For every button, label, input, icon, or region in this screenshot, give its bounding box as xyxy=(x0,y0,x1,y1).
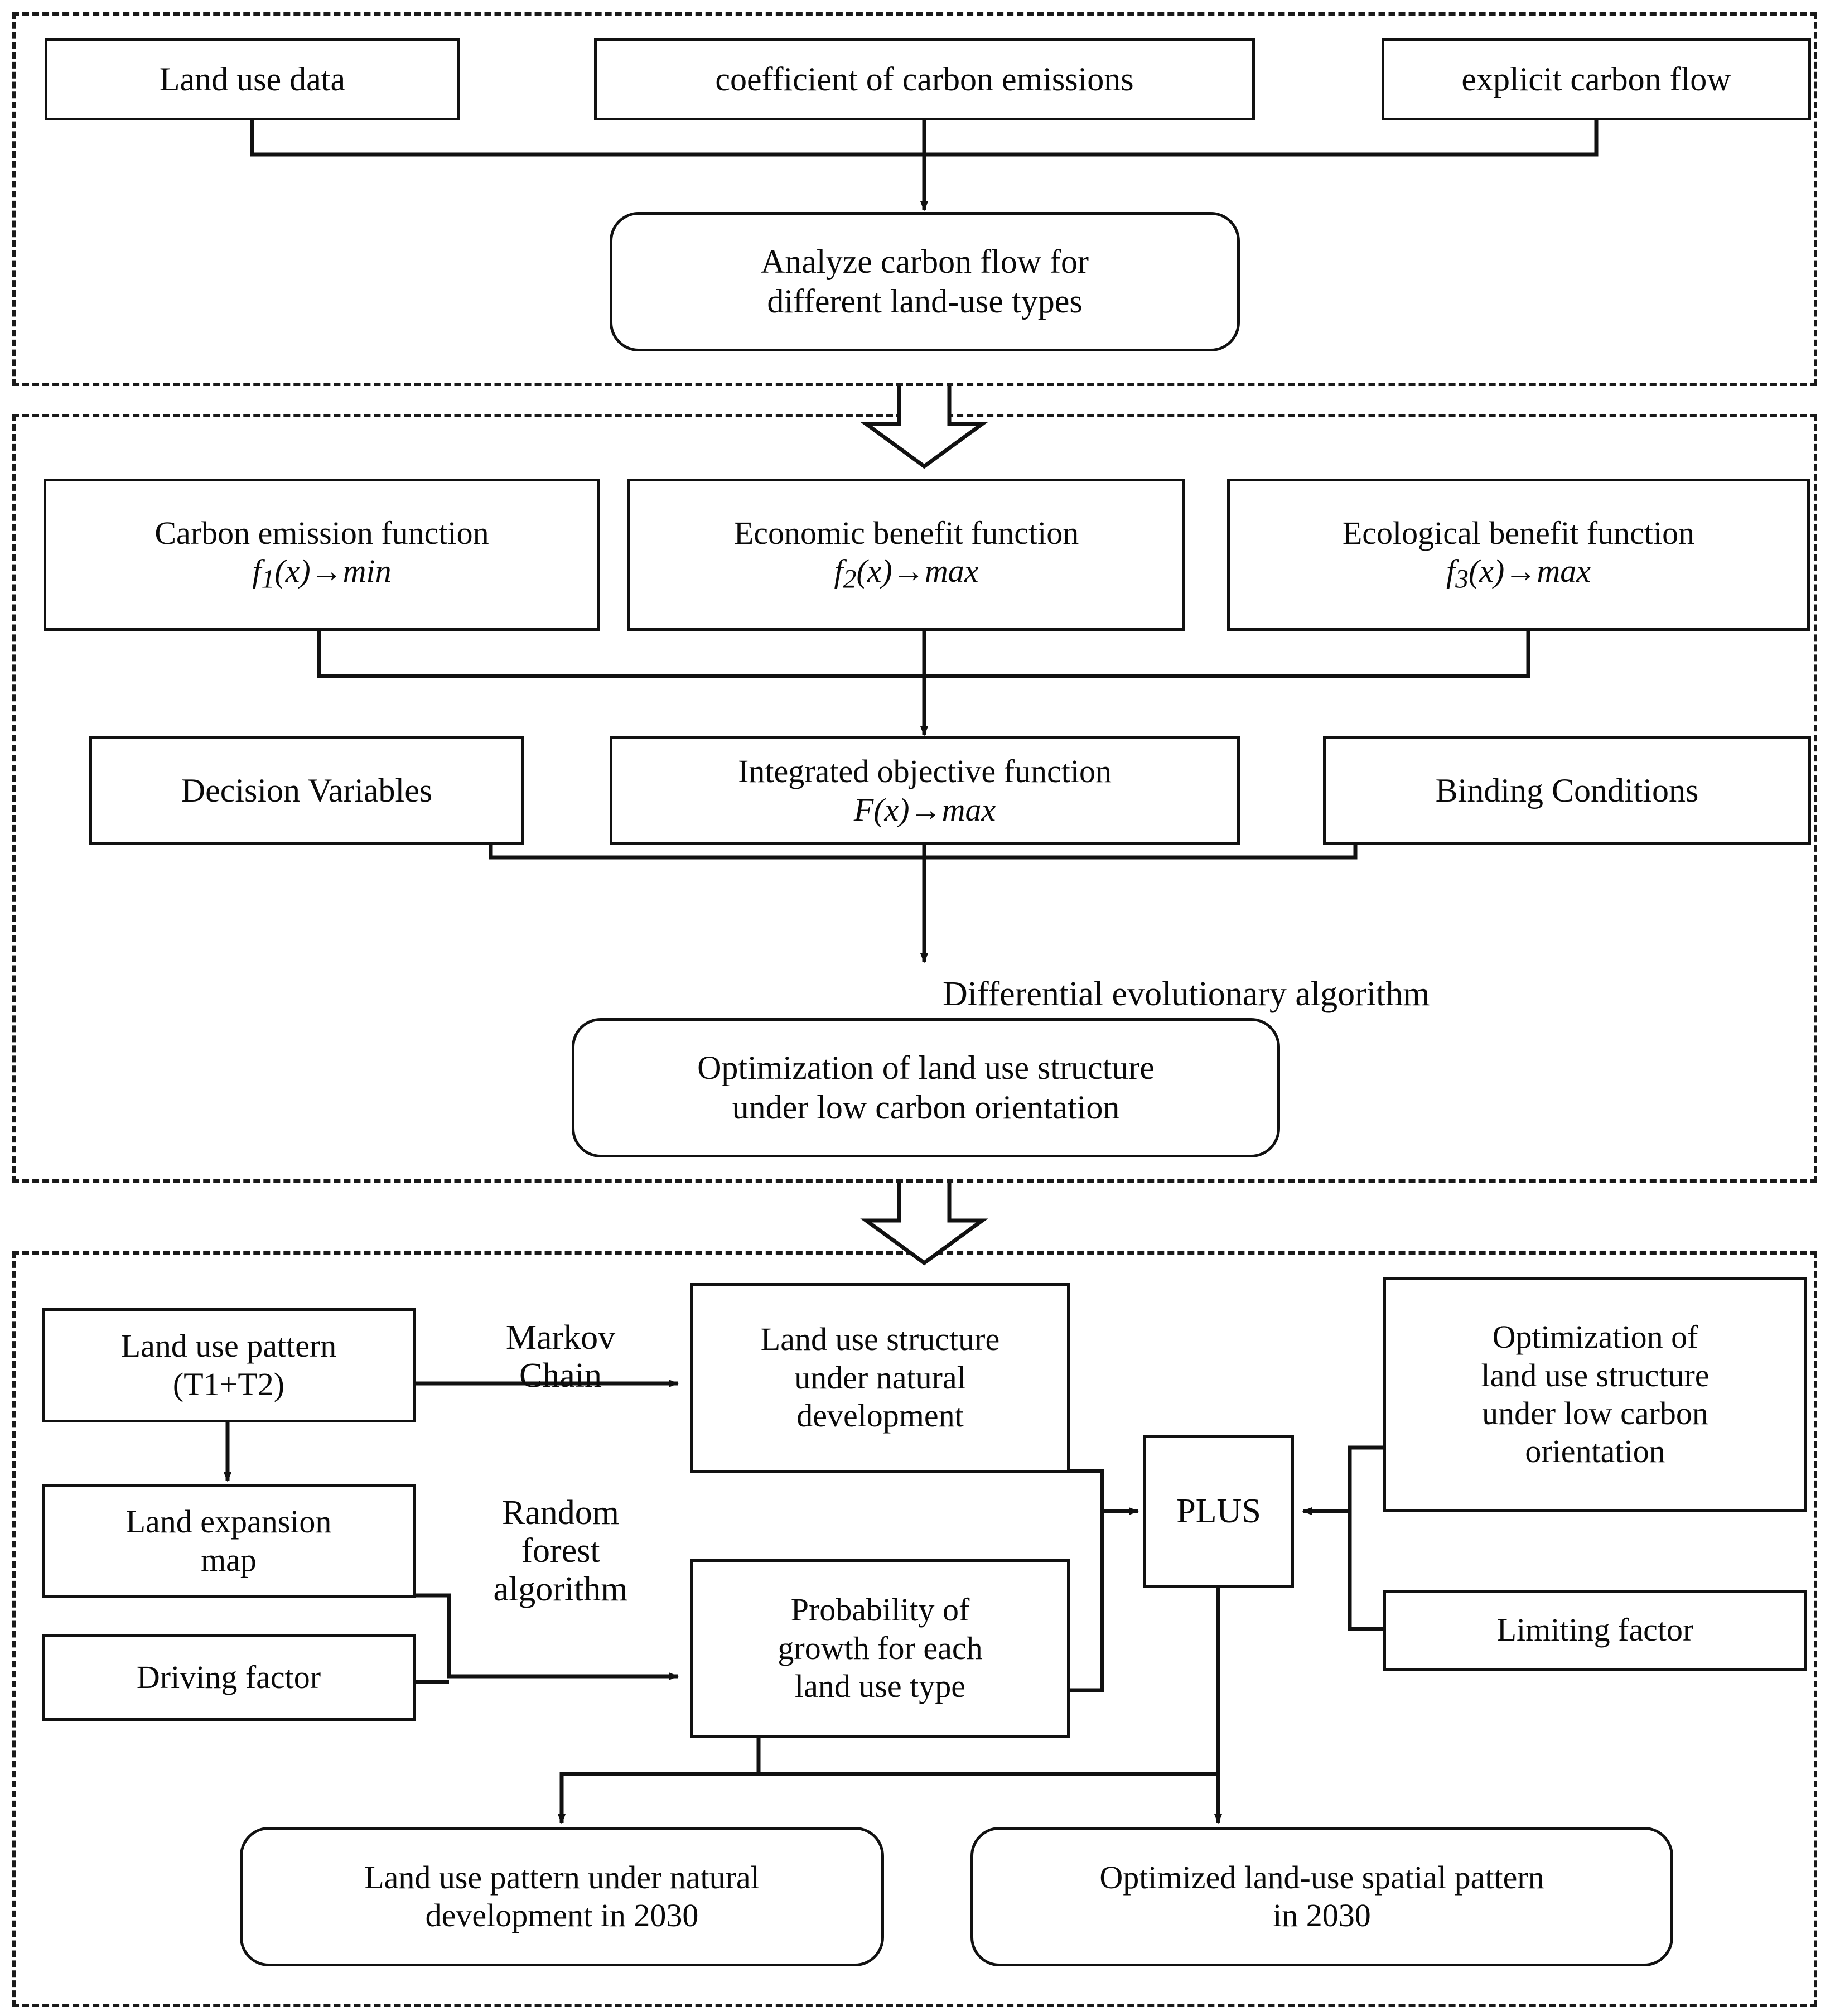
node-label-line2: in 2030 xyxy=(1273,1897,1371,1933)
section-1-frame xyxy=(12,12,1817,386)
label-random-forest-algorithm: Random forest algorithm xyxy=(493,1494,628,1608)
node-label: Economic benefit function xyxy=(733,515,1079,551)
node-limiting-factor[interactable]: Limiting factor xyxy=(1383,1590,1807,1671)
node-probability-of-growth[interactable]: Probability of growth for each land use … xyxy=(690,1559,1070,1738)
label-differential-evolutionary-algorithm: Differential evolutionary algorithm xyxy=(943,975,1430,1014)
node-label-line2: under natural xyxy=(794,1359,966,1396)
node-label-line1: Land use pattern xyxy=(120,1328,337,1364)
node-label-line4: orientation xyxy=(1525,1433,1665,1470)
node-land-expansion-map[interactable]: Land expansion map xyxy=(42,1484,416,1598)
node-optimized-pattern-2030[interactable]: Optimized land-use spatial pattern in 20… xyxy=(970,1827,1673,1966)
node-decision-variables[interactable]: Decision Variables xyxy=(89,736,524,845)
node-label-line2: development in 2030 xyxy=(425,1897,699,1933)
node-label: Binding Conditions xyxy=(1435,772,1699,809)
node-binding-conditions[interactable]: Binding Conditions xyxy=(1323,736,1811,845)
node-analyze-carbon-flow[interactable]: Analyze carbon flow for different land-u… xyxy=(610,212,1240,351)
node-label-line2: under low carbon orientation xyxy=(732,1089,1120,1126)
node-formula: f1(x)→min xyxy=(252,553,392,594)
node-label-line1: Analyze carbon flow for xyxy=(760,243,1089,281)
node-label-line3: land use type xyxy=(794,1668,966,1705)
node-label: explicit carbon flow xyxy=(1461,60,1731,98)
node-label-line1: Optimized land-use spatial pattern xyxy=(1099,1859,1544,1896)
node-label-line1: Land use pattern under natural xyxy=(364,1859,760,1896)
node-plus-model[interactable]: PLUS xyxy=(1143,1435,1294,1588)
node-label: Land use data xyxy=(159,60,346,98)
node-formula: f3(x)→max xyxy=(1446,553,1591,594)
node-carbon-emission-function[interactable]: Carbon emission function f1(x)→min xyxy=(44,479,600,631)
node-label-line2: different land-use types xyxy=(767,283,1083,320)
node-label: Decision Variables xyxy=(181,772,433,809)
node-explicit-carbon-flow[interactable]: explicit carbon flow xyxy=(1382,38,1811,120)
node-integrated-objective-function[interactable]: Integrated objective function F(x)→max xyxy=(610,736,1240,845)
node-land-use-structure-natural[interactable]: Land use structure under natural develop… xyxy=(690,1283,1070,1473)
node-ecological-benefit-function[interactable]: Ecological benefit function f3(x)→max xyxy=(1227,479,1810,631)
node-coefficient-of-carbon-emissions[interactable]: coefficient of carbon emissions xyxy=(594,38,1255,120)
node-optimization-low-carbon-right[interactable]: Optimization of land use structure under… xyxy=(1383,1277,1807,1512)
node-label-line2: map xyxy=(201,1541,257,1578)
node-label: Limiting factor xyxy=(1496,1612,1694,1648)
node-optimization-low-carbon[interactable]: Optimization of land use structure under… xyxy=(572,1018,1280,1157)
node-driving-factor[interactable]: Driving factor xyxy=(42,1634,416,1721)
node-formula: F(x)→max xyxy=(853,791,996,828)
node-land-use-pattern[interactable]: Land use pattern (T1+T2) xyxy=(42,1308,416,1422)
node-formula: f2(x)→max xyxy=(834,553,979,594)
node-label-line2: land use structure xyxy=(1481,1357,1710,1393)
node-label: Driving factor xyxy=(136,1659,321,1696)
node-label: Ecological benefit function xyxy=(1342,515,1695,551)
node-label-line1: Probability of xyxy=(790,1591,970,1628)
node-label-line1: Land use structure xyxy=(760,1321,1000,1358)
node-label-line1: Optimization of land use structure xyxy=(697,1049,1155,1087)
node-label-line3: under low carbon xyxy=(1482,1395,1708,1431)
node-label-line2: (T1+T2) xyxy=(172,1366,285,1402)
node-label-line1: Land expansion xyxy=(125,1503,332,1540)
node-label: Integrated objective function xyxy=(738,753,1112,790)
node-land-use-data[interactable]: Land use data xyxy=(45,38,460,120)
node-label: Carbon emission function xyxy=(154,515,489,551)
label-markov-chain: Markov Chain xyxy=(505,1319,616,1395)
node-economic-benefit-function[interactable]: Economic benefit function f2(x)→max xyxy=(627,479,1185,631)
node-label: coefficient of carbon emissions xyxy=(715,60,1134,98)
node-label-line3: development xyxy=(796,1397,964,1434)
node-label-line1: Optimization of xyxy=(1492,1319,1698,1356)
node-label: PLUS xyxy=(1176,1492,1261,1530)
node-natural-pattern-2030[interactable]: Land use pattern under natural developme… xyxy=(240,1827,884,1966)
node-label-line2: growth for each xyxy=(778,1629,983,1666)
